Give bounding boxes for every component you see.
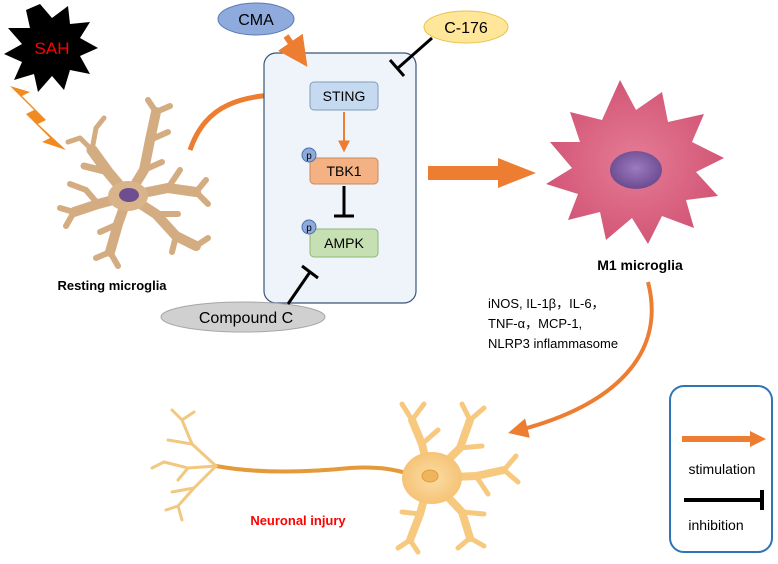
sting-label: STING bbox=[323, 88, 366, 104]
ampk-box bbox=[309, 228, 379, 258]
sah-starburst bbox=[4, 4, 98, 92]
cma-label: CMA bbox=[238, 12, 274, 29]
cytokine-line-3: NLRP3 inflammasome bbox=[488, 336, 618, 351]
c176-inhibition-line bbox=[388, 36, 433, 77]
ampk-node: AMPK p bbox=[301, 219, 379, 258]
m1-microglia-label: M1 microglia bbox=[597, 257, 683, 273]
cytokine-line-1: iNOS, IL-1β，IL-6， bbox=[488, 296, 605, 311]
tbk1-node: TBK1 p bbox=[301, 147, 379, 185]
cma-to-sting-arrow bbox=[278, 33, 308, 67]
neuron-nucleus bbox=[421, 469, 439, 483]
ampk-phospho-marker bbox=[301, 219, 317, 235]
legend-stimulation-label: stimulation bbox=[689, 461, 756, 477]
legend-stimulation-arrow bbox=[682, 431, 766, 447]
cytokine-line-2: TNF-α，MCP-1, bbox=[488, 316, 582, 331]
neuron-axon bbox=[214, 464, 412, 476]
neuron-cell bbox=[150, 401, 521, 555]
legend: stimulation inhibition bbox=[669, 385, 773, 553]
ampk-label: AMPK bbox=[324, 235, 364, 251]
tbk1-phospho-label: p bbox=[306, 151, 312, 162]
cma-agonist: CMA bbox=[217, 2, 295, 36]
compound-c-ellipse bbox=[160, 301, 326, 333]
c176-inhibitor: C-176 bbox=[423, 10, 509, 44]
tbk1-label: TBK1 bbox=[326, 163, 361, 179]
lightning-bolt-icon bbox=[10, 86, 66, 150]
resting-microglia-nucleus bbox=[119, 188, 139, 202]
tbk1-inhibits-ampk bbox=[334, 186, 354, 218]
resting-microglia-label: Resting microglia bbox=[57, 278, 167, 293]
cytokine-list: iNOS, IL-1β，IL-6， TNF-α，MCP-1, NLRP3 inf… bbox=[488, 296, 618, 351]
sah-label: SAH bbox=[35, 39, 70, 58]
axon-terminals bbox=[150, 408, 218, 522]
m1-to-neuron-arrow bbox=[508, 281, 654, 438]
cma-ellipse bbox=[217, 2, 295, 36]
compound-c-inhibitor: Compound C bbox=[160, 301, 326, 333]
m1-microglia-nucleus bbox=[610, 151, 662, 189]
c176-label: C-176 bbox=[444, 20, 488, 37]
tbk1-box bbox=[309, 157, 379, 185]
c176-ellipse bbox=[423, 10, 509, 44]
compound-c-label: Compound C bbox=[199, 310, 293, 327]
legend-box bbox=[669, 385, 773, 553]
sting-node: STING bbox=[309, 81, 379, 111]
ampk-phospho-label: p bbox=[306, 223, 312, 234]
sting-box bbox=[309, 81, 379, 111]
neuronal-injury-label: Neuronal injury bbox=[250, 513, 346, 528]
panel-to-m1-arrow bbox=[428, 158, 536, 188]
legend-inhibition-label: inhibition bbox=[688, 517, 743, 533]
legend-inhibition-line bbox=[684, 490, 764, 510]
sah-trigger: SAH bbox=[4, 4, 98, 92]
tbk1-phospho-marker bbox=[301, 147, 317, 163]
compound-c-inhibition-line bbox=[286, 264, 319, 305]
